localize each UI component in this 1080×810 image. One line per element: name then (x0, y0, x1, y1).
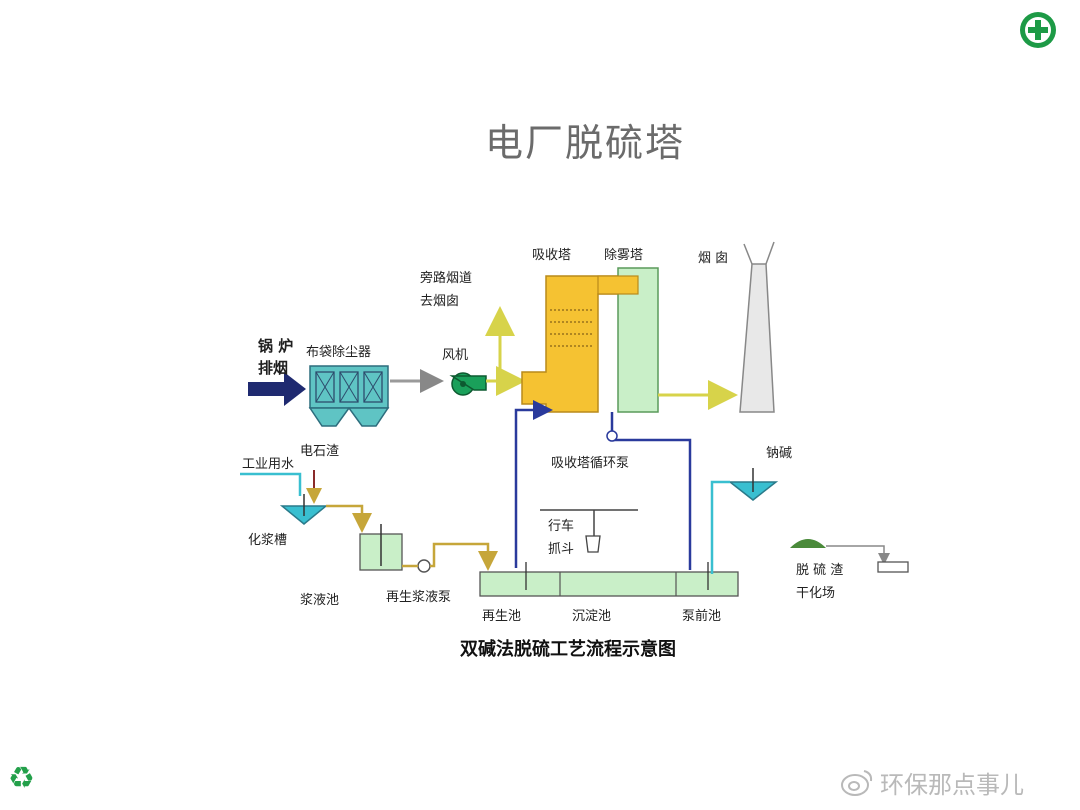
bag-filter (308, 365, 390, 427)
boiler-exhaust-label: 锅 炉 (258, 337, 293, 355)
weibo-logo-icon (841, 770, 873, 796)
settling-pool-label: 沉淀池 (572, 609, 611, 624)
regen-pump-label: 再生浆液泵 (386, 590, 451, 605)
crane-label-2: 抓斗 (548, 542, 574, 557)
carbide-slag-label: 电石渣 (300, 444, 339, 459)
slurry-pool-label: 浆液池 (300, 593, 339, 608)
chimney (739, 241, 775, 413)
slurry-tank-label: 化浆槽 (248, 533, 287, 548)
slide-title: 电厂脱硫塔 (484, 121, 685, 165)
bag-filter-label: 布袋除尘器 (306, 345, 371, 360)
diagram-caption: 双碱法脱硫工艺流程示意图 (460, 638, 676, 660)
regen-pool-label: 再生池 (482, 609, 521, 624)
boiler-exhaust-label-2: 排烟 (258, 359, 288, 377)
fan-label: 风机 (442, 348, 468, 363)
boiler-exhaust-arrow (248, 372, 306, 406)
demister-label: 除雾塔 (604, 248, 643, 263)
crane (540, 509, 638, 553)
gypsum-label-2: 干化场 (796, 586, 835, 601)
absorber-pump-label: 吸收塔循环泵 (551, 456, 629, 471)
gypsum-label: 脱 硫 渣 (796, 563, 843, 578)
crane-label: 行车 (548, 518, 574, 534)
bypass-label: 旁路烟道 (420, 270, 472, 286)
sodium-label: 钠碱 (766, 446, 792, 461)
industrial-water-label: 工业用水 (242, 457, 294, 472)
gypsum-pile (790, 539, 909, 573)
absorber-label: 吸收塔 (532, 248, 571, 263)
slurry-pool (359, 524, 403, 571)
watermark-text: 环保那点事儿 (880, 771, 1024, 799)
fan (449, 372, 487, 396)
recycle-icon: ♻ (8, 761, 35, 796)
watermark: 环保那点事儿 (840, 765, 1070, 799)
absorber-pump-icon (606, 430, 618, 442)
demister-tower (597, 267, 659, 413)
green-cross-logo-icon (1020, 12, 1056, 48)
chimney-label: 烟 囱 (698, 251, 728, 266)
pump-front-pool-label: 泵前池 (682, 608, 721, 624)
slurry-prep-tank (279, 494, 329, 525)
sodium-tank (727, 468, 779, 501)
pool-row (479, 562, 739, 597)
regen-pump-icon (417, 559, 431, 573)
bypass-label-2: 去烟囱 (420, 294, 459, 309)
